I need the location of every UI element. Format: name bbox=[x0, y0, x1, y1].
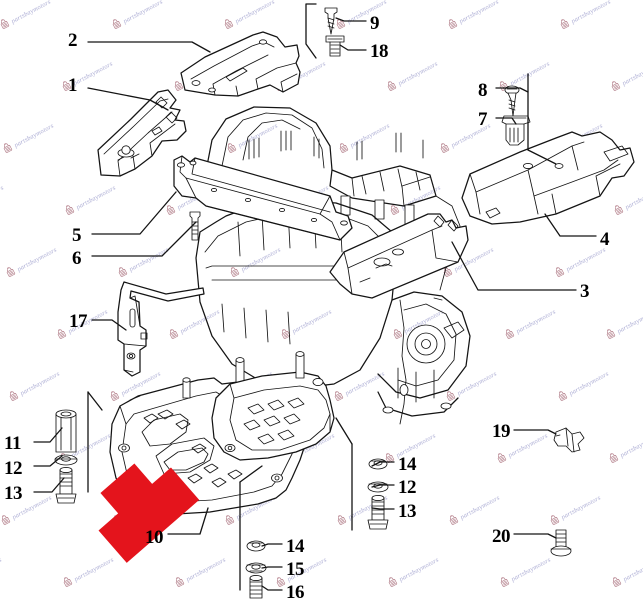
part-5-upper-cross-shield bbox=[173, 155, 353, 241]
part-4-right-air-deflector bbox=[461, 131, 635, 225]
callout-label-right-lower-cover-panel: 3 bbox=[580, 281, 590, 302]
part-2-upper-left-engine-cover bbox=[180, 31, 301, 97]
part-17-support-bracket bbox=[117, 281, 205, 377]
part-12-washer bbox=[54, 454, 78, 466]
leader-line-shield-mounting-bolt bbox=[91, 221, 197, 257]
callout-label-self-tapping-screw-long: 9 bbox=[370, 13, 380, 34]
part-13-hex-bolt-right bbox=[367, 494, 389, 530]
part-9-screw bbox=[324, 7, 338, 35]
callout-label-lock-washer: 14 bbox=[286, 536, 305, 557]
callout-label-right-side-air-deflector: 4 bbox=[600, 229, 610, 250]
leader-line-left-front-shield-bracket bbox=[87, 87, 169, 111]
leader-line-spacer-sleeve bbox=[33, 427, 63, 443]
leader-line-flange-head-screw bbox=[513, 533, 557, 539]
leader-line-hex-bolt bbox=[33, 477, 65, 493]
part-14-lock-washer-right bbox=[368, 458, 388, 470]
leader-line-washer bbox=[33, 455, 63, 467]
leader-right-stack-to-panel bbox=[335, 417, 353, 445]
leader-line-washer bbox=[371, 484, 395, 488]
callout-label-side-support-bracket: 17 bbox=[69, 311, 88, 332]
leader-line-hex-bolt bbox=[371, 507, 395, 510]
leader-line-spring-washer bbox=[261, 566, 283, 569]
leader-stack-to-part10 bbox=[87, 391, 103, 411]
callout-label-retainer-clip-plug: 7 bbox=[478, 109, 488, 130]
highlight-arrow bbox=[98, 463, 200, 563]
leader-line-retainer-clip-plug bbox=[495, 117, 517, 125]
leader-line-upper-left-engine-cover bbox=[87, 41, 211, 53]
callout-label-shield-mounting-bolt: 6 bbox=[72, 248, 82, 269]
leader-line-upper-cross-shield bbox=[91, 191, 177, 235]
part-16-hex-bolt-long bbox=[249, 574, 263, 599]
leader-7-to-part4 bbox=[527, 149, 557, 165]
part4-mount-hole bbox=[554, 163, 564, 169]
callout-label-hex-bolt-long: 16 bbox=[286, 582, 305, 600]
callout-label-upper-cross-shield: 5 bbox=[72, 225, 82, 246]
callout-label-washer: 12 bbox=[398, 477, 417, 498]
part-10-rear-guard-panel bbox=[211, 351, 335, 461]
leader-line-hex-bolt-long bbox=[261, 585, 283, 591]
leader-line-engine-undershield-guard bbox=[167, 507, 209, 535]
callout-label-expansion-rivet-plug: 18 bbox=[370, 41, 389, 62]
callout-label-spacer-sleeve: 11 bbox=[4, 433, 21, 454]
leader-line-oil-level-sensor-switch bbox=[513, 429, 557, 435]
leader-bottom-stack-to-shield bbox=[239, 465, 263, 483]
part-13-hex-bolt bbox=[55, 466, 77, 504]
leader-line-lock-washer bbox=[261, 543, 283, 547]
callout-leader-lines bbox=[33, 17, 597, 591]
callout-label-hex-bolt: 13 bbox=[398, 501, 417, 522]
part-18-expansion-plug bbox=[325, 35, 345, 57]
callout-label-upper-left-engine-cover: 2 bbox=[68, 30, 78, 51]
part-11-spacer-sleeve bbox=[55, 409, 77, 453]
callout-label-left-front-shield-bracket: 1 bbox=[68, 75, 78, 96]
leader-line-right-lower-cover-panel bbox=[451, 241, 577, 291]
part-8-screw bbox=[504, 85, 520, 117]
callout-label-spring-washer: 15 bbox=[286, 559, 305, 580]
callout-label-lock-washer: 14 bbox=[398, 454, 417, 475]
callout-label-flange-head-screw: 20 bbox=[492, 526, 511, 547]
leader-line-side-support-bracket bbox=[91, 319, 127, 331]
leader-line-expansion-rivet-plug bbox=[339, 44, 367, 51]
highlight-arrow-shape bbox=[98, 463, 200, 563]
part-14-lock-washer-bottom bbox=[246, 540, 266, 552]
leader-line-self-tapping-screw-long bbox=[335, 17, 367, 22]
callout-label-engine-undershield-guard: 10 bbox=[145, 527, 164, 548]
callout-label-self-tapping-screw: 8 bbox=[478, 80, 488, 101]
part-7-retainer-clip bbox=[501, 115, 531, 146]
part-3-right-lower-cover bbox=[329, 213, 469, 299]
part-1-left-front-bracket bbox=[97, 89, 187, 177]
callout-label-hex-bolt: 13 bbox=[4, 483, 23, 504]
leader-line-right-side-air-deflector bbox=[544, 213, 597, 237]
part-19-oil-level-sensor bbox=[553, 427, 585, 453]
part-20-flange-screw bbox=[550, 529, 572, 557]
part-15-spring-washer bbox=[245, 562, 267, 574]
part-6-shield-bolt bbox=[189, 211, 201, 241]
part-12-washer-right bbox=[367, 481, 389, 493]
callout-label-washer: 12 bbox=[4, 458, 23, 479]
callout-label-oil-level-sensor-switch: 19 bbox=[492, 421, 511, 442]
bracket-9-18 bbox=[305, 3, 317, 59]
